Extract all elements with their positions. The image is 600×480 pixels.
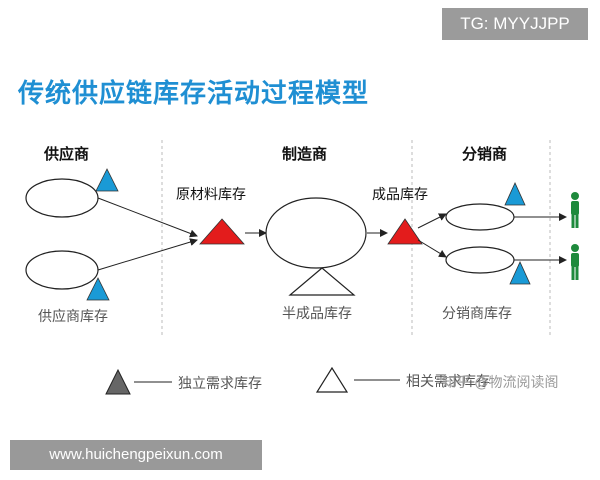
distributor-node-2 [445, 246, 515, 274]
legend-dependent-icon [315, 366, 349, 393]
raw-material-triangle [199, 218, 245, 245]
legend-independent-label: 独立需求库存 [178, 376, 262, 392]
label-supplier-inventory: 供应商库存 [38, 309, 108, 325]
header-manufacturer: 制造商 [282, 145, 328, 163]
supplier-inventory-triangle-1 [95, 168, 119, 192]
label-finished-goods: 成品库存 [372, 187, 428, 203]
header-supplier: 供应商 [44, 145, 90, 163]
watermark-bottom: 知乎 @物流阅读阁 [442, 375, 559, 391]
finished-goods-triangle [387, 218, 423, 245]
label-distributor-inventory: 分销商库存 [442, 306, 512, 322]
semi-finished-triangle [288, 267, 356, 296]
supplier-node-1 [25, 178, 99, 218]
arrow-finished-dist1 [417, 213, 447, 229]
header-distributor: 分销商 [462, 145, 508, 163]
distributor-inventory-triangle-1 [504, 182, 526, 206]
arrow-finished-dist2 [417, 239, 447, 258]
supplier-inventory-triangle-2 [86, 277, 110, 301]
customer-person-icon-1 [571, 192, 579, 228]
distributor-node-1 [445, 203, 515, 231]
arrow-supplier2-raw [97, 238, 198, 271]
legend-dependent-label: 相关需求库存 [406, 374, 490, 390]
watermark-top: TG: MYYJJPP [442, 8, 588, 40]
label-semi-finished: 半成品库存 [282, 306, 352, 322]
legend-independent-icon [105, 368, 131, 395]
supplier-node-2 [25, 250, 99, 290]
footer-url: www.huichengpeixun.com [10, 440, 262, 470]
distributor-inventory-triangle-2 [509, 261, 531, 285]
customer-person-icon-2 [571, 244, 579, 280]
manufacturer-node [265, 197, 367, 269]
page-title: 传统供应链库存活动过程模型 [18, 79, 370, 109]
arrow-supplier1-raw [97, 197, 198, 238]
label-raw-material: 原材料库存 [176, 187, 246, 203]
